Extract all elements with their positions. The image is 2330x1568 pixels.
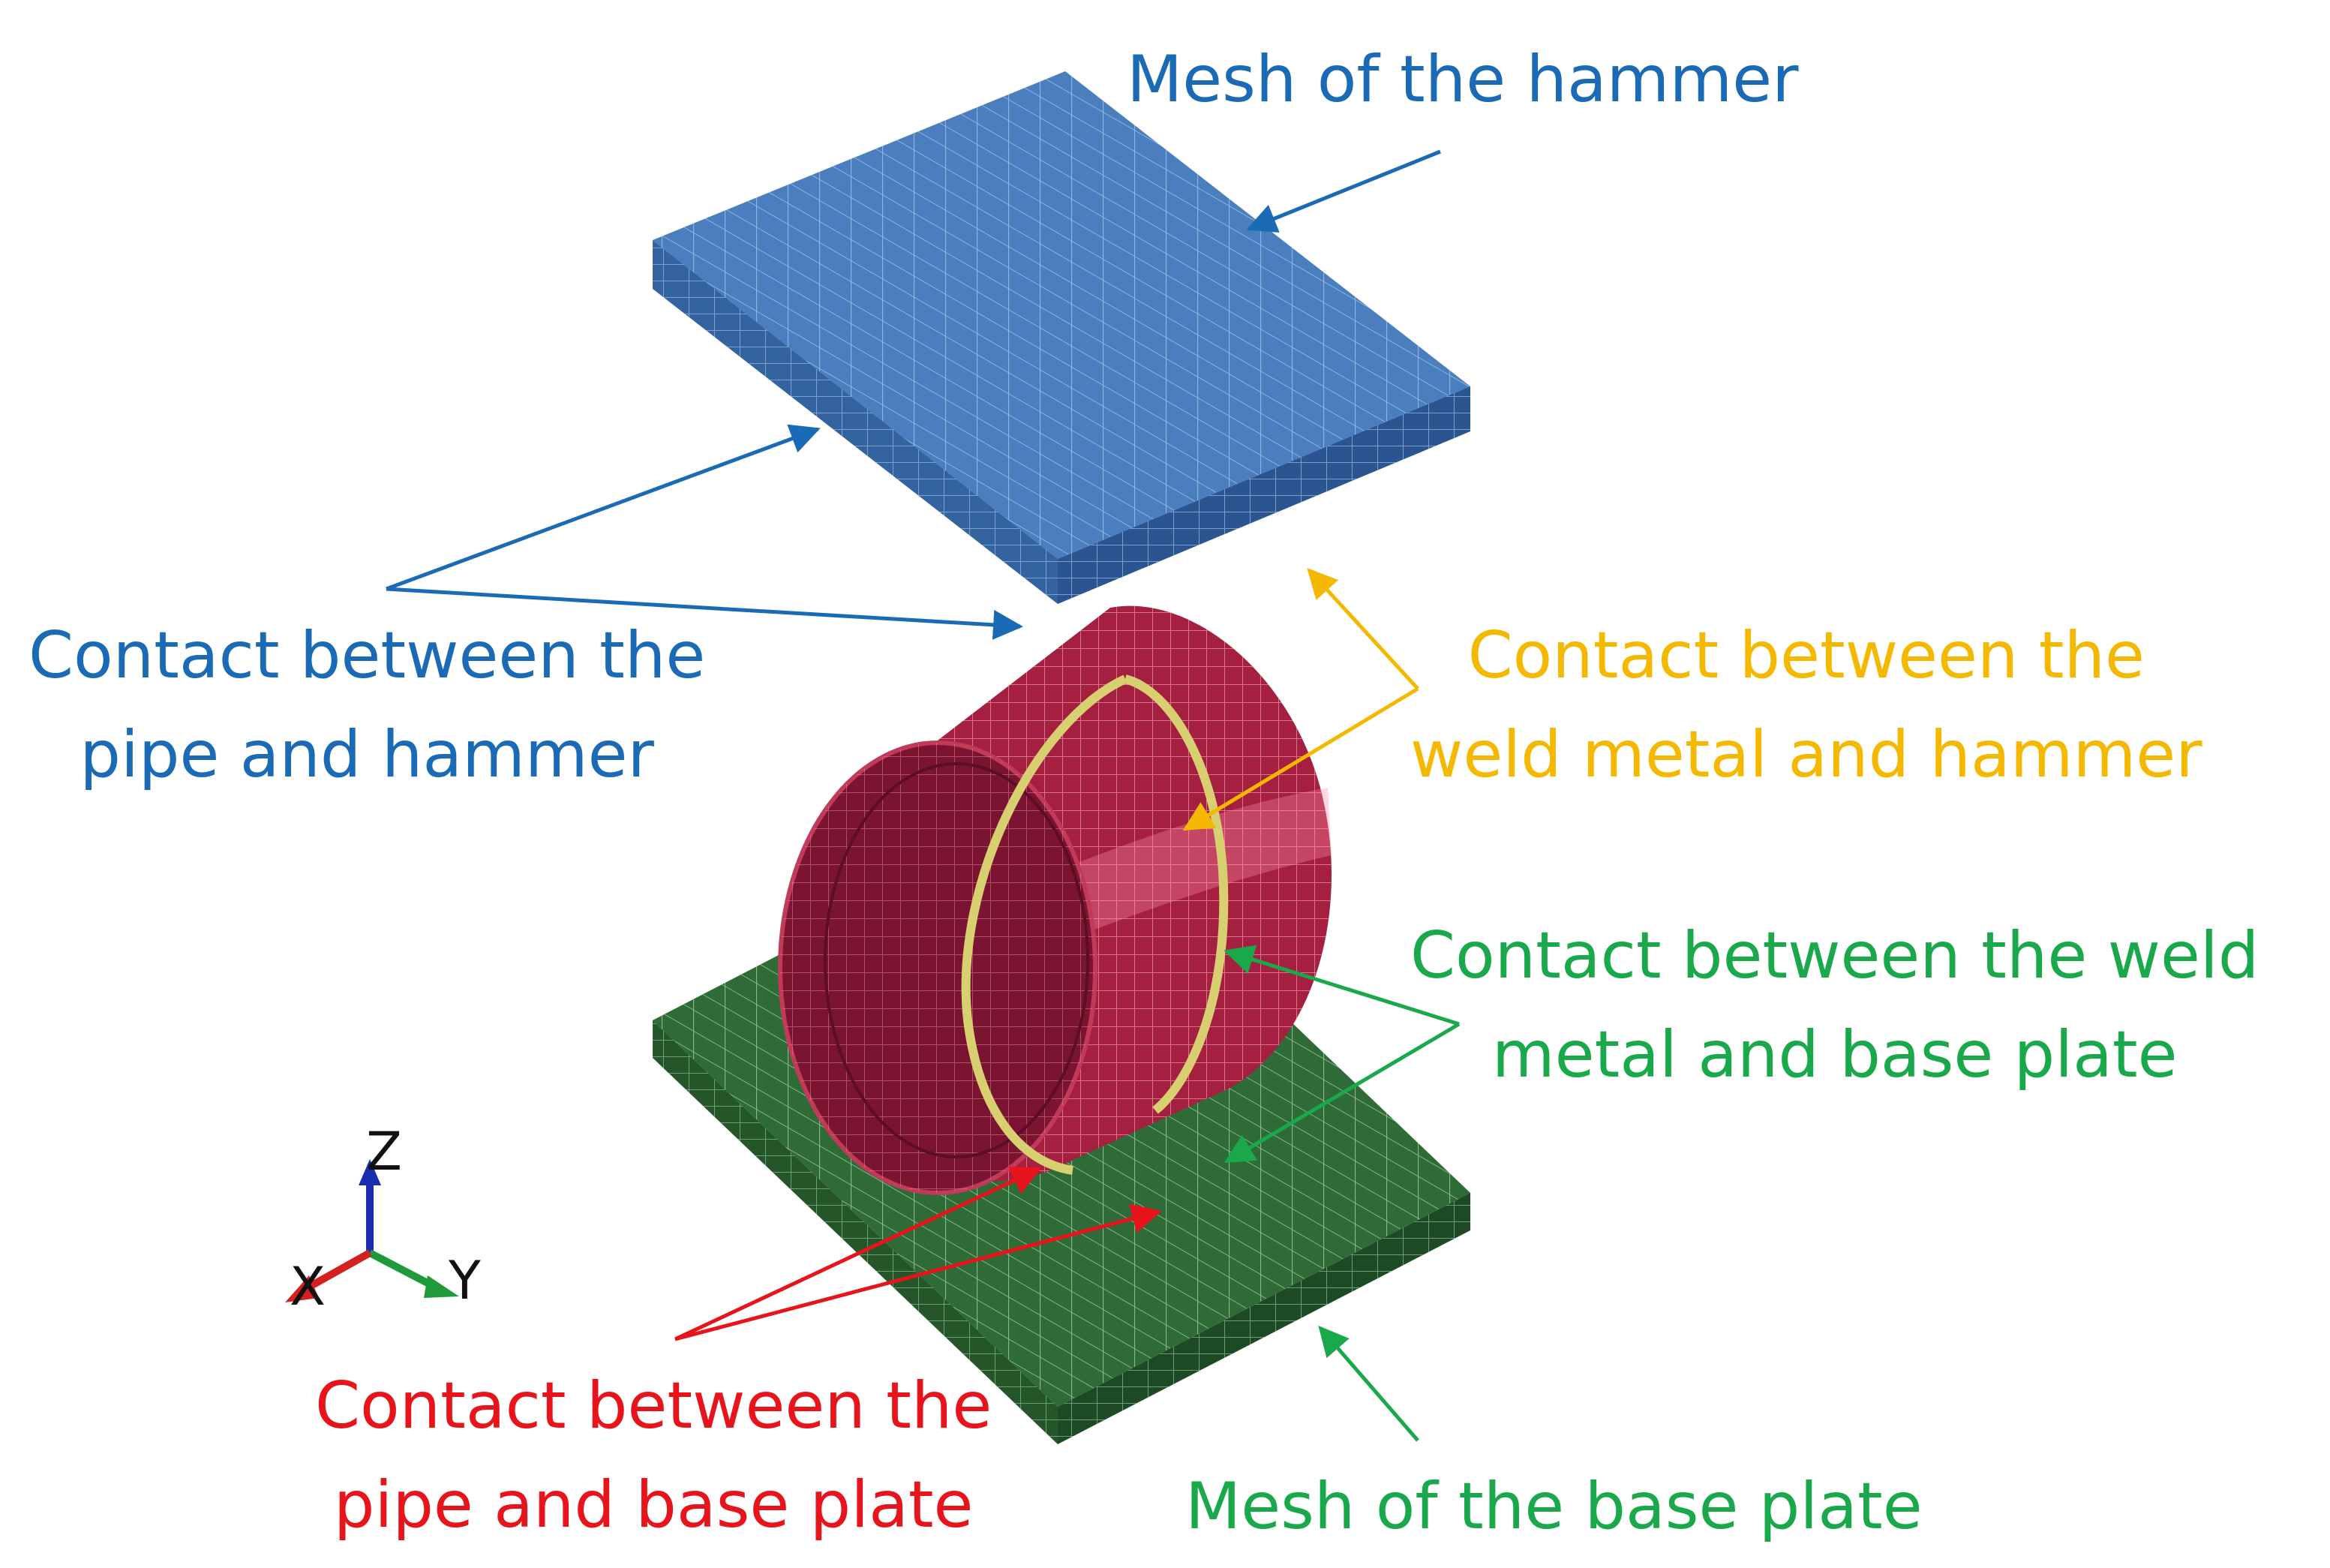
x-axis-arrowhead: [285, 1275, 319, 1302]
hammer-side-right-grid: [1058, 386, 1470, 604]
weld-ring: [961, 674, 1229, 1175]
z-axis-label: Z: [366, 1121, 402, 1182]
label-contact-weld-plate: Contact between the weld metal and base …: [1410, 918, 2259, 1092]
label-mesh-hammer: Mesh of the hammer: [1127, 42, 1799, 117]
arrow-pipe-hammer-1: [386, 424, 821, 591]
arrow-pipe-hammer-2: [386, 587, 1023, 640]
base-plate-side-left-grid: [653, 1020, 1058, 1444]
label-mesh-base-plate: Mesh of the base plate: [1185, 1469, 1923, 1544]
arrow-pipe-plate-1: [674, 1167, 1042, 1341]
pipe-front-opening-grid: [780, 743, 1095, 1193]
base-plate-side-right-grid: [1058, 1193, 1470, 1444]
label-contact-pipe-plate: Contact between the pipe and base plate: [315, 1368, 992, 1542]
label-contact-weld-hammer: Contact between the weld metal and hamme…: [1410, 618, 2202, 792]
arrow-weld-hammer-1: [1307, 568, 1419, 690]
arrow-weld-hammer-2: [1182, 686, 1419, 831]
label-contact-pipe-hammer: Contact between the pipe and hammer: [29, 618, 706, 792]
arrow-mesh-plate: [1318, 1325, 1419, 1442]
coordinate-triad: [285, 1159, 459, 1302]
arrow-weld-plate-2: [1224, 1022, 1461, 1164]
arrow-pipe-plate-2: [674, 1203, 1162, 1341]
z-axis-arrowhead: [359, 1159, 381, 1185]
hammer-mesh: [653, 71, 1470, 604]
x-axis-label: X: [290, 1256, 326, 1317]
y-axis-arrowhead: [424, 1275, 459, 1298]
arrow-weld-plate-1: [1224, 945, 1460, 1026]
pipe-mesh: [778, 605, 1332, 1195]
hammer-top-grid: [653, 71, 1470, 559]
arrow-mesh-hammer: [1246, 149, 1441, 233]
y-axis-label: Y: [449, 1250, 481, 1311]
hammer-side-left-grid: [653, 240, 1058, 604]
pipe-inner-wall: [824, 762, 1089, 1158]
